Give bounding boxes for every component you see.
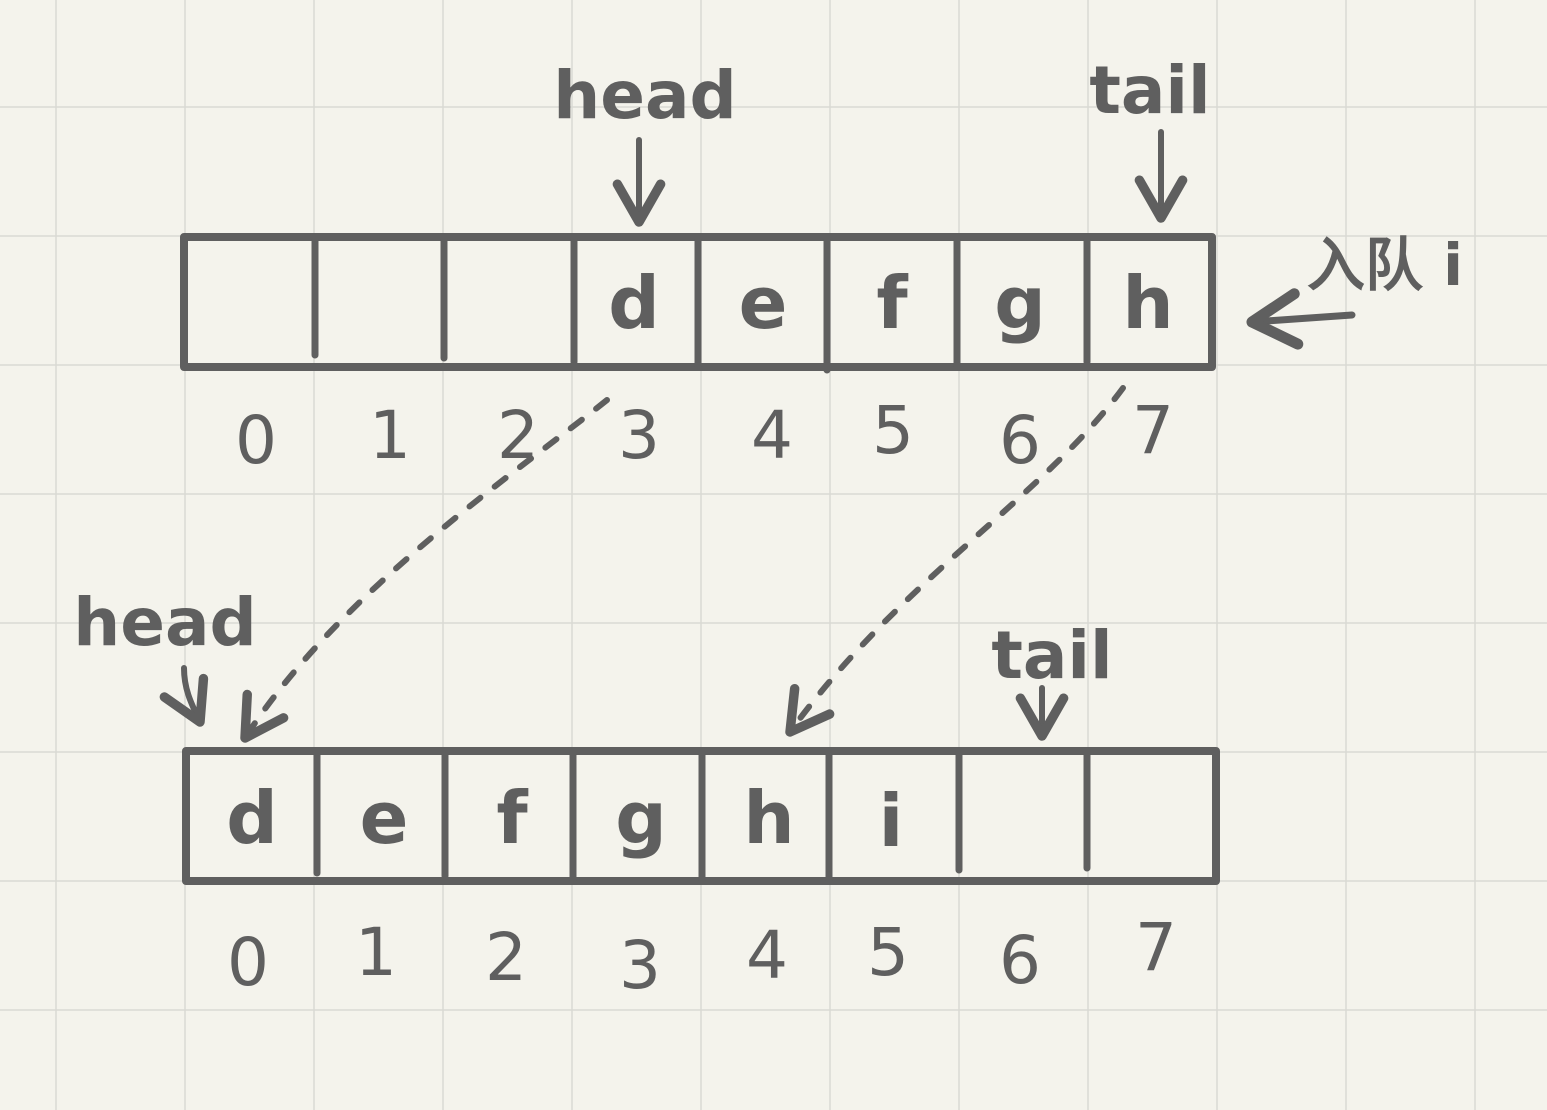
after-cell: h	[743, 776, 794, 860]
after-tail-label: tail	[991, 617, 1112, 694]
after-cell: e	[360, 776, 409, 860]
after-head-label: head	[73, 584, 257, 661]
before-index: 6	[999, 402, 1041, 479]
after-cell: g	[615, 776, 667, 860]
before-index: 4	[751, 397, 793, 474]
after-index: 7	[1135, 909, 1177, 986]
before-index: 2	[497, 397, 539, 474]
before-cell: f	[876, 261, 908, 345]
after-cell: d	[226, 776, 278, 860]
before-index: 7	[1132, 392, 1174, 469]
after-index: 4	[746, 917, 788, 994]
before-index: 5	[872, 392, 914, 469]
after-index: 0	[227, 924, 269, 1001]
after-head-arrow	[159, 665, 209, 727]
before-cell: e	[739, 261, 788, 345]
after-index: 6	[999, 922, 1041, 999]
after-index: 1	[355, 914, 397, 991]
after-index: 3	[619, 927, 661, 1004]
before-cell: h	[1122, 261, 1173, 345]
after-array: d e f g h i 0 1 2 3 4 5 6 7 head tail	[73, 584, 1220, 1004]
before-cell: g	[994, 261, 1046, 345]
before-index: 0	[235, 402, 277, 479]
before-tail-label: tail	[1089, 52, 1210, 129]
enqueue-arrow	[1246, 288, 1356, 350]
before-head-label: head	[553, 57, 737, 134]
before-index: 3	[618, 397, 660, 474]
enqueue-label: 入队 i	[1307, 231, 1463, 299]
after-index: 2	[485, 919, 527, 996]
move-tail-arrow	[785, 385, 1126, 737]
before-cell: d	[608, 261, 660, 345]
after-cell: f	[496, 776, 528, 860]
move-head-arrow	[240, 397, 610, 743]
after-index: 5	[867, 914, 909, 991]
before-array: d e f g h 0 1 2 3 4 5 6 7 head tail 入队 i	[180, 52, 1463, 479]
after-cell: i	[879, 779, 904, 863]
move-arrows	[240, 385, 1126, 743]
before-index: 1	[369, 397, 411, 474]
